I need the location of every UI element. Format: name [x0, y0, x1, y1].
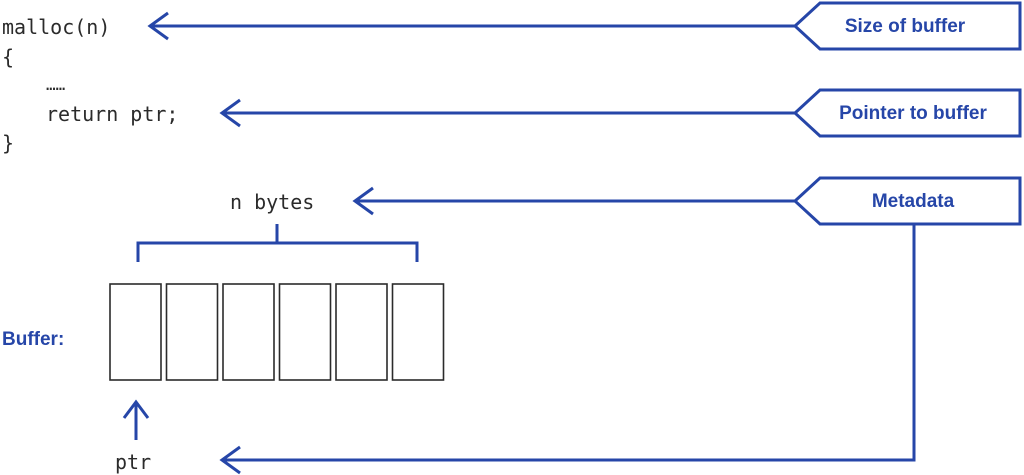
buffer-cell — [391, 283, 445, 381]
code-line-close-brace: } — [2, 131, 15, 155]
n-bytes-brace — [136, 224, 419, 262]
arrow-left-icon — [219, 98, 241, 128]
buffer-cell — [109, 283, 162, 381]
pointer-to-buffer-tag — [792, 88, 1022, 138]
arrow-left-icon — [219, 445, 241, 475]
ptr-label: ptr — [115, 450, 152, 474]
buffer-cell — [222, 283, 275, 381]
buffer-cell — [278, 283, 332, 381]
metadata-tag — [792, 176, 1022, 226]
buffer-cell — [165, 283, 219, 381]
size-of-buffer-tag — [792, 1, 1022, 51]
arrow-left-icon — [147, 11, 169, 41]
size-of-buffer-label: Size of buffer — [844, 16, 966, 37]
code-line-malloc: malloc(n) — [2, 15, 111, 39]
pointer-to-buffer-label: Pointer to buffer — [839, 103, 987, 124]
buffer-cell — [335, 283, 388, 381]
n-bytes-label: n bytes — [230, 190, 315, 214]
ptr-up-arrow — [122, 399, 150, 440]
metadata-arrow — [352, 186, 795, 216]
metadata-label: Metadata — [871, 191, 955, 212]
code-line-ellipsis: …… — [46, 75, 66, 94]
size-of-buffer-arrow — [147, 11, 795, 41]
buffer-cells — [109, 283, 445, 381]
arrow-left-icon — [352, 186, 374, 216]
pointer-to-buffer-arrow — [219, 98, 795, 128]
buffer-label: Buffer: — [2, 329, 65, 350]
metadata-to-ptr-connector — [219, 224, 916, 475]
code-line-return: return ptr; — [46, 102, 179, 126]
arrow-up-icon — [122, 399, 150, 419]
code-line-open-brace: { — [2, 45, 15, 69]
